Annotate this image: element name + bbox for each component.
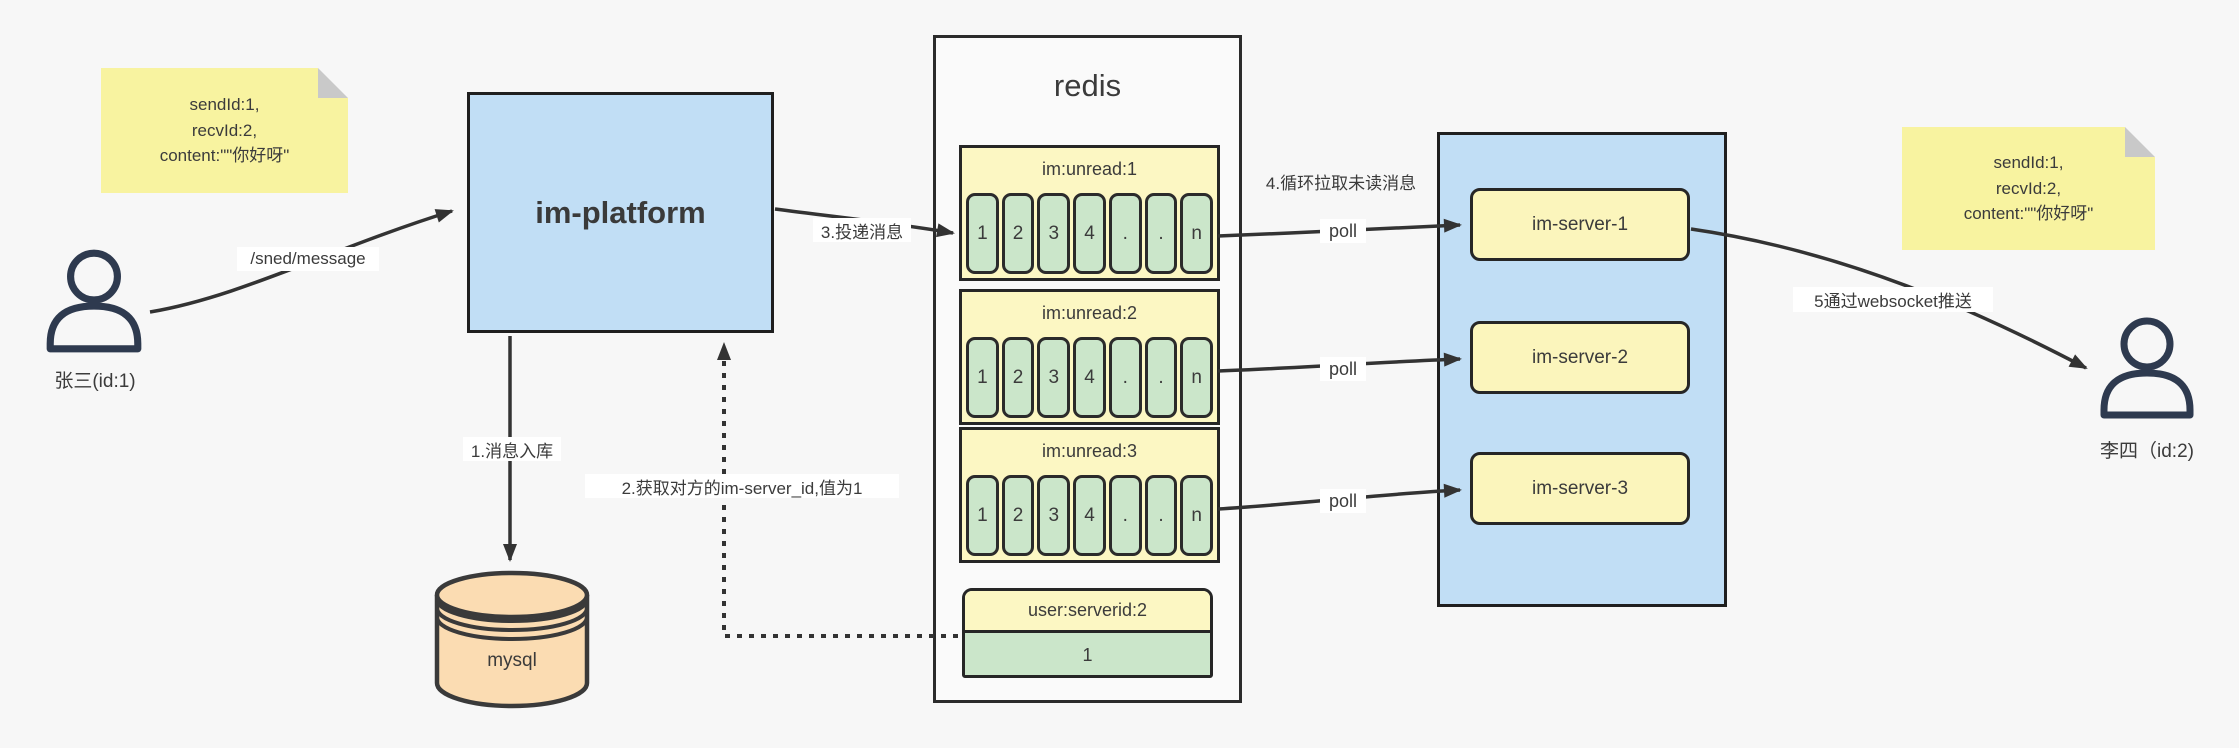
queue-cell: .: [1108, 475, 1142, 556]
queue-cell: 2: [1001, 475, 1035, 556]
edge-label-step4: 4.循环拉取未读消息: [1265, 173, 1417, 193]
sticky-note-request: sendId:1, recvId:2, content:""你好呀": [101, 68, 348, 193]
edge-label-step5: 5通过websocket推送: [1793, 287, 1993, 312]
kv-value: 1: [965, 633, 1210, 675]
queue-cell: 1: [966, 193, 999, 274]
im-server-1-box: im-server-1: [1470, 188, 1690, 261]
note-line: content:""你好呀": [1963, 204, 2094, 224]
sender-label: 张三(id:1): [54, 371, 136, 392]
queue-cells: 1 2 3 4 . . n: [966, 475, 1214, 556]
queue-cell: .: [1108, 337, 1142, 418]
queue-cell: 3: [1037, 475, 1071, 556]
queue-cell: 2: [1001, 193, 1035, 274]
im-platform-box: im-platform: [467, 92, 774, 333]
sticky-note-push: sendId:1, recvId:2, content:""你好呀": [1902, 127, 2155, 250]
queue-cell: 3: [1037, 337, 1071, 418]
queue-cell: 1: [966, 475, 999, 556]
edge-label-step2: 2.获取对方的im-server_id,值为1: [585, 474, 899, 498]
im-server-2-box: im-server-2: [1470, 321, 1690, 394]
queue-cell: 4: [1073, 337, 1106, 418]
edge-label-send-path: /sned/message: [237, 247, 379, 271]
queue-cells: 1 2 3 4 . . n: [966, 193, 1214, 274]
edge-label-step1: 1.消息入库: [463, 437, 561, 461]
note-line: sendId:1,: [189, 95, 260, 115]
mysql-cylinder: [434, 570, 590, 709]
im-platform-label: im-platform: [535, 194, 706, 230]
note-line: recvId:2,: [191, 120, 258, 140]
im-server-3-box: im-server-3: [1470, 452, 1690, 525]
queue-im-unread-3: im:unread:3 1 2 3 4 . . n: [959, 427, 1220, 563]
edge-label-poll-1: poll: [1320, 219, 1366, 243]
person-icon-receiver: [2100, 317, 2194, 419]
queue-label: im:unread:2: [1041, 303, 1138, 323]
queue-cell: 3: [1037, 193, 1071, 274]
queue-cells: 1 2 3 4 . . n: [966, 337, 1214, 418]
edge-label-poll-3: poll: [1320, 489, 1366, 513]
queue-cell: n: [1180, 337, 1214, 418]
kv-user-serverid: user:serverid:2 1: [962, 588, 1213, 678]
queue-label: im:unread:3: [1041, 441, 1138, 461]
mysql-label: mysql: [487, 650, 537, 671]
note-line: sendId:1,: [1993, 153, 2064, 173]
queue-cell: 4: [1073, 193, 1106, 274]
queue-label: im:unread:1: [1041, 159, 1138, 179]
queue-cell: 1: [966, 337, 999, 418]
queue-cell: 4: [1073, 475, 1106, 556]
queue-cell: .: [1108, 193, 1142, 274]
note-line: content:""你好呀": [159, 146, 290, 166]
edge-label-poll-2: poll: [1320, 357, 1366, 381]
queue-cell: .: [1144, 193, 1178, 274]
queue-cell: .: [1144, 475, 1178, 556]
redis-title: redis: [1053, 68, 1122, 103]
person-icon-sender: [46, 249, 142, 353]
queue-cell: .: [1144, 337, 1178, 418]
queue-im-unread-2: im:unread:2 1 2 3 4 . . n: [959, 289, 1220, 425]
queue-im-unread-1: im:unread:1 1 2 3 4 . . n: [959, 145, 1220, 281]
queue-cell: n: [1180, 475, 1214, 556]
edge-label-step3: 3.投递消息: [813, 218, 911, 242]
receiver-label: 李四（id:2): [2100, 441, 2194, 462]
queue-cell: n: [1180, 193, 1214, 274]
queue-cell: 2: [1001, 337, 1035, 418]
kv-key: user:serverid:2: [965, 591, 1210, 633]
note-line: recvId:2,: [1995, 178, 2062, 198]
